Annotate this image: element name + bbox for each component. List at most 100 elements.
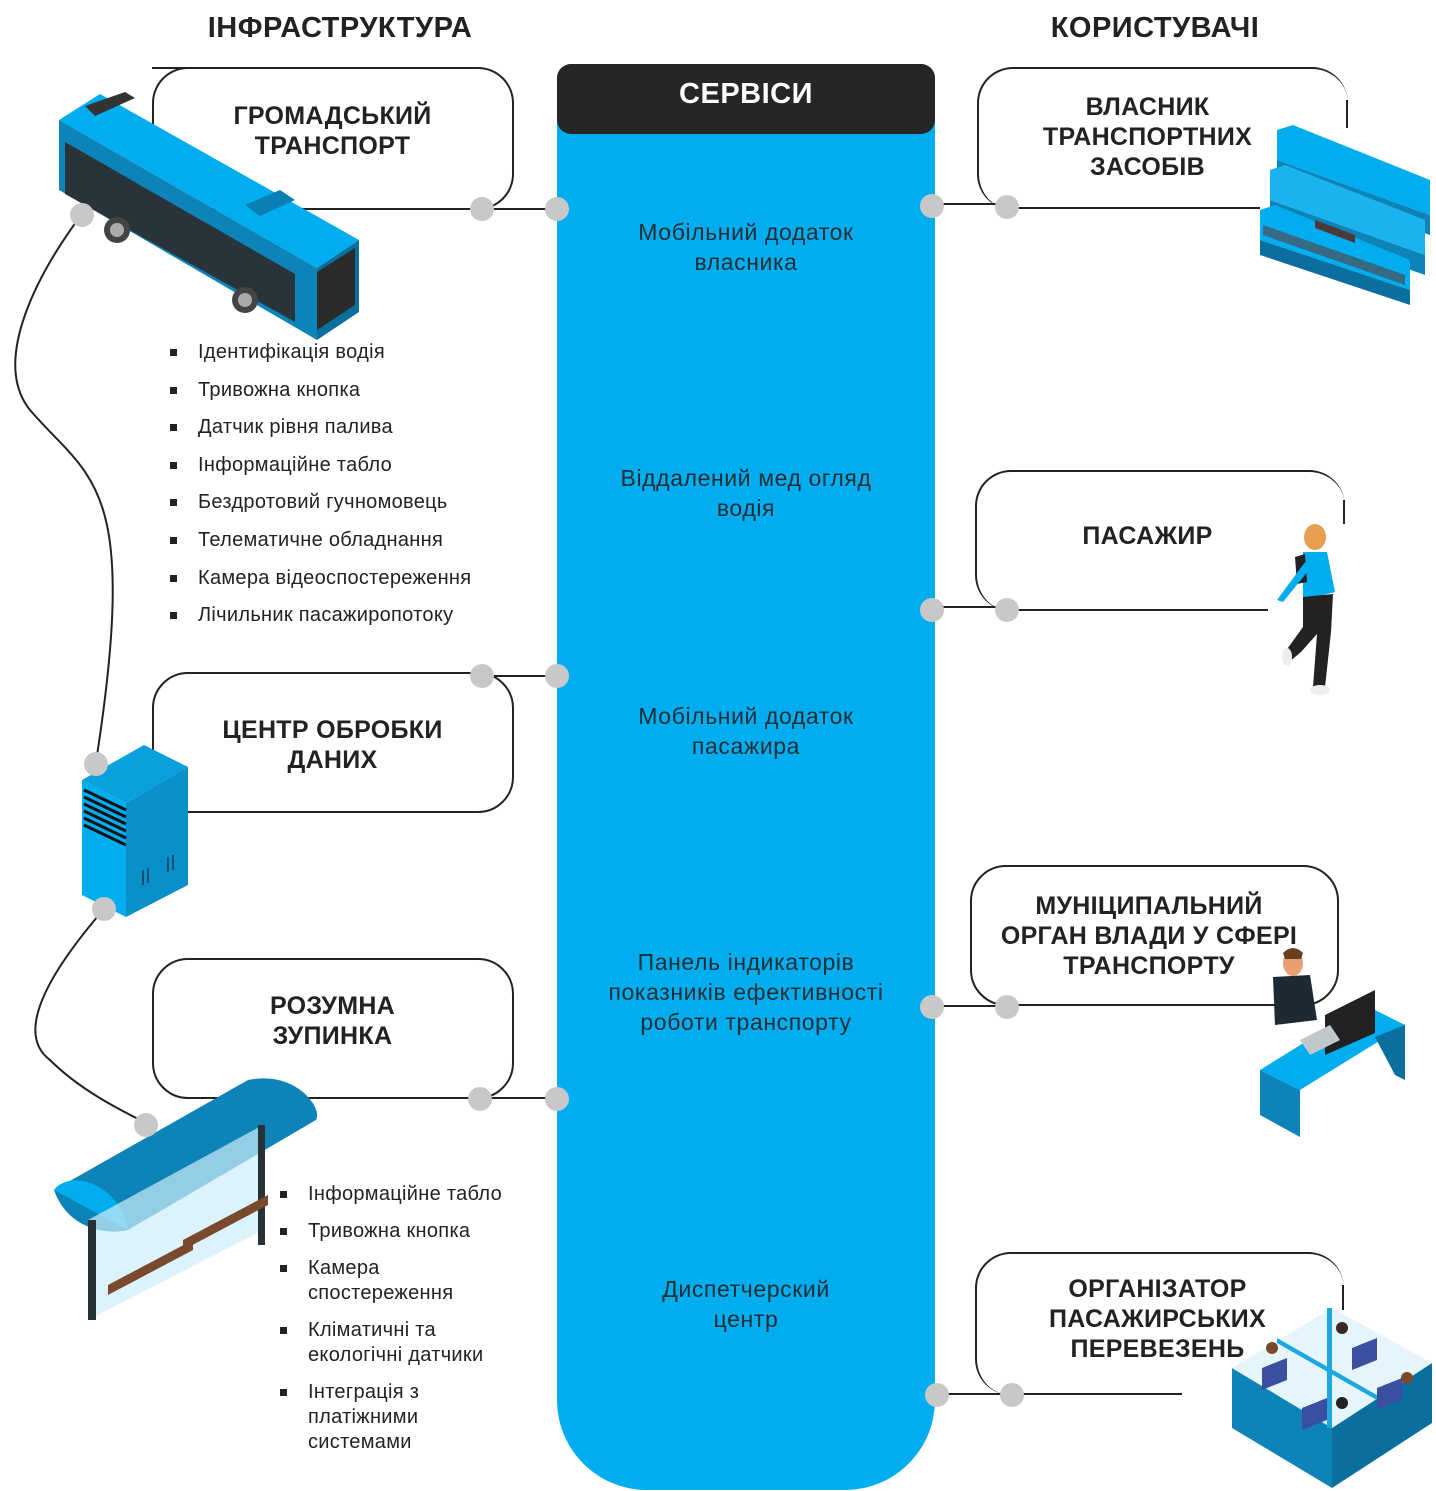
wire-datacenter-to-stop <box>34 908 147 1124</box>
feature-item: Ідентифікація водія <box>170 341 471 379</box>
services-panel <box>557 64 935 1490</box>
title-line: ТРАНСПОРТ <box>254 132 411 160</box>
connector-dot <box>545 197 569 221</box>
feature-item: Тривожна кнопка <box>280 1219 502 1244</box>
feature-item: Камера відеоспостереження <box>170 567 471 605</box>
title-line: ЗАСОБІВ <box>1089 153 1206 181</box>
connector-dot <box>70 203 94 227</box>
connector-dot <box>470 664 494 688</box>
smart-stop-box <box>152 958 514 1099</box>
connector-dot <box>995 598 1019 622</box>
feature-line: Інформаційне табло <box>308 1183 503 1205</box>
title-line: ВЛАСНИК <box>1085 93 1210 121</box>
connector-line <box>482 675 558 677</box>
box-bottom-edge <box>1010 207 1260 209</box>
transport-organizer-box <box>975 1252 1344 1395</box>
connector-dot <box>470 197 494 221</box>
service-line: Віддалений мед огляд <box>620 465 872 491</box>
feature-line: екологічні датчики <box>308 1344 484 1366</box>
feature-item: Інформаційне табло <box>170 454 471 492</box>
service-line: центр <box>713 1306 779 1332</box>
feature-item: Лічильник пасажиропотоку <box>170 604 471 642</box>
wire-bus-to-datacenter <box>14 213 114 763</box>
feature-line: платіжними <box>308 1406 419 1428</box>
public-transport-box-corner <box>152 67 212 127</box>
service-dispatch-center: Диспетчерский центр <box>560 1274 932 1334</box>
office-worker-icon <box>1260 948 1405 1137</box>
service-kpi-dashboard: Панель індикаторів показників ефективнос… <box>560 947 932 1037</box>
transport-organizer-title: ОРГАНІЗАТОР ПАСАЖИРСЬКИХ ПЕРЕВЕЗЕНЬ <box>1015 1274 1300 1364</box>
data-center-box <box>152 672 514 813</box>
title-line: ТРАНСПОРТУ <box>1063 952 1235 980</box>
service-line: Диспетчерский <box>662 1276 830 1302</box>
connector-dot <box>995 995 1019 1019</box>
feature-item: Телематичне обладнання <box>170 529 471 567</box>
box-bottom-edge <box>1010 1393 1182 1395</box>
feature-item: Кліматичні та екологічні датчики <box>280 1318 502 1368</box>
feature-item: Датчик рівня палива <box>170 416 471 454</box>
service-line: Мобільний додаток <box>638 219 854 245</box>
vehicle-owner-box <box>977 67 1348 210</box>
public-transport-title: ГРОМАДСЬКИЙ ТРАНСПОРТ <box>190 101 475 161</box>
box-bottom-edge <box>1008 609 1268 611</box>
title-line: ДАНИХ <box>287 746 378 774</box>
passenger-box <box>975 470 1345 611</box>
passenger-title: ПАСАЖИР <box>1005 521 1290 551</box>
title-line: ТРАНСПОРТНИХ <box>1042 123 1253 151</box>
feature-line: Кліматичні та <box>308 1319 436 1341</box>
connector-line <box>482 1097 558 1099</box>
feature-item: Бездротовий гучномовець <box>170 491 471 529</box>
title-line: ЦЕНТР ОБРОБКИ <box>222 716 443 744</box>
municipal-authority-box <box>970 865 1339 1006</box>
title-line: ОРГАН ВЛАДИ У СФЕРІ <box>1000 922 1298 950</box>
service-line: водія <box>716 495 776 521</box>
service-line: роботи транспорту <box>640 1009 852 1035</box>
feature-line: системами <box>308 1431 412 1453</box>
feature-item: Тривожна кнопка <box>170 379 471 417</box>
title-line: ПАСАЖИР <box>1082 522 1213 550</box>
bus-icon <box>59 92 359 340</box>
data-center-title: ЦЕНТР ОБРОБКИ ДАНИХ <box>190 715 475 775</box>
connector-dot <box>1000 1383 1024 1407</box>
connector-dot <box>468 1087 492 1111</box>
title-line: ПЕРЕВЕЗЕНЬ <box>1070 1335 1245 1363</box>
public-transport-box <box>152 67 514 210</box>
connector-dot <box>545 664 569 688</box>
infrastructure-heading: ІНФРАСТРУКТУРА <box>207 12 473 44</box>
connector-line <box>933 606 1008 608</box>
feature-line: Тривожна кнопка <box>308 1220 471 1242</box>
connector-dot <box>92 897 116 921</box>
connector-dot <box>995 195 1019 219</box>
connector-dot <box>84 752 108 776</box>
services-heading: СЕРВІСИ <box>557 64 935 134</box>
municipal-authority-title: МУНІЦИПАЛЬНИЙ ОРГАН ВЛАДИ У СФЕРІ ТРАНСП… <box>985 891 1313 981</box>
service-line: пасажира <box>691 733 801 759</box>
service-line: показників ефективності <box>608 979 884 1005</box>
service-remote-medical-check: Віддалений мед огляд водія <box>560 463 932 523</box>
feature-line: спостереження <box>308 1282 454 1304</box>
title-line: ЗУПИНКА <box>272 1022 393 1050</box>
connector-line <box>482 208 558 210</box>
walking-person-icon <box>1277 524 1335 695</box>
connector-line <box>933 1005 1008 1007</box>
feature-item: Інформаційне табло <box>280 1182 502 1207</box>
service-line: Панель індикаторів <box>637 949 855 975</box>
trams-icon <box>1260 125 1430 305</box>
box-edge <box>1343 500 1345 524</box>
connector-dot <box>920 598 944 622</box>
service-line: власника <box>694 249 798 275</box>
connector-line <box>933 203 1008 205</box>
service-passenger-app: Мобільний додаток пасажира <box>560 701 932 761</box>
connector-dot <box>920 995 944 1019</box>
connector-line <box>938 1393 1013 1395</box>
smart-stop-title: РОЗУМНА ЗУПИНКА <box>190 991 475 1051</box>
title-line: МУНІЦИПАЛЬНИЙ <box>1035 892 1263 920</box>
users-heading: КОРИСТУВАЧІ <box>1050 12 1260 44</box>
vehicle-owner-title: ВЛАСНИК ТРАНСПОРТНИХ ЗАСОБІВ <box>1005 92 1290 182</box>
service-owner-app: Мобільний додаток власника <box>560 217 932 277</box>
server-icon <box>82 745 188 917</box>
title-line: ПАСАЖИРСЬКИХ <box>1048 1305 1267 1333</box>
